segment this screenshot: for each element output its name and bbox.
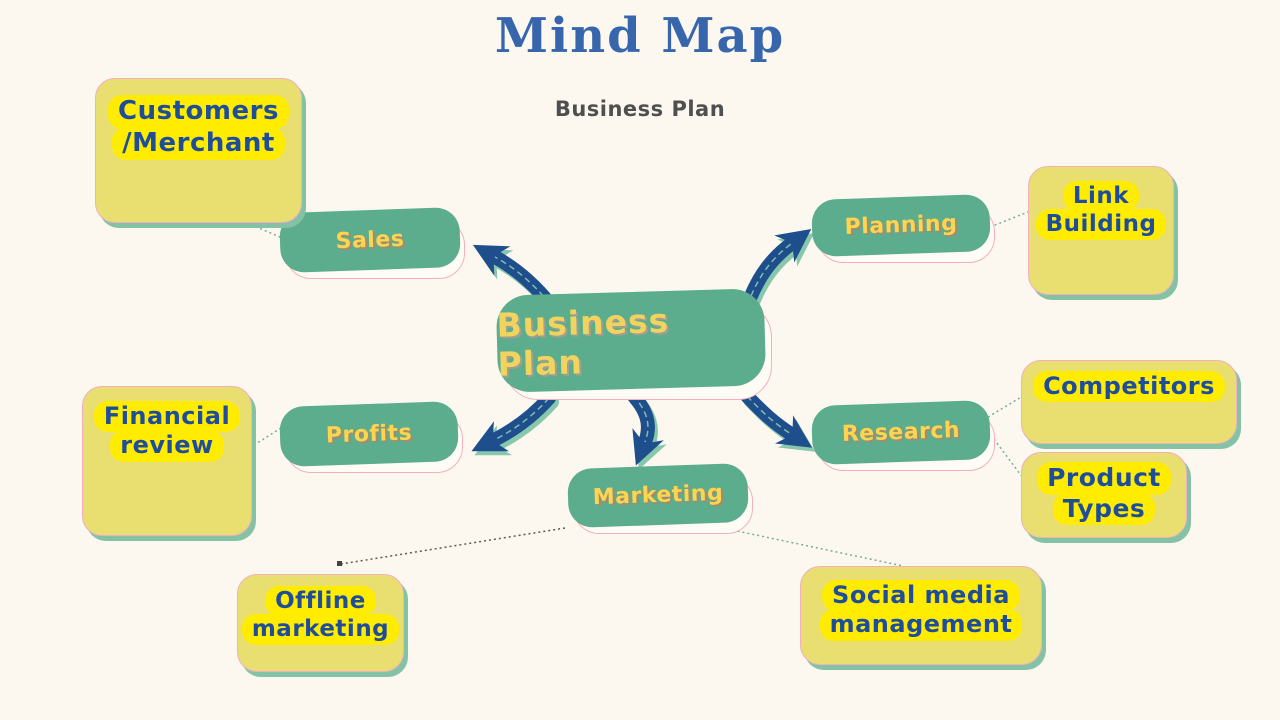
- leaf-label-line: marketing: [241, 614, 400, 645]
- connector-marketing-social-media: [717, 526, 904, 567]
- leaf-label-line: review: [110, 430, 224, 462]
- branch-label-marketing: Marketing: [592, 480, 724, 511]
- branch-label-profits: Profits: [325, 420, 413, 448]
- page-subtitle: Business Plan: [554, 97, 726, 121]
- node-face: Sales: [279, 206, 461, 274]
- branch-label-sales: Sales: [335, 226, 405, 254]
- connector-research-competitors: [987, 395, 1024, 418]
- branch-label-planning: Planning: [844, 211, 958, 240]
- leaf-label-line: Types: [1052, 492, 1156, 525]
- leaf-social-media-management: Social media management: [800, 566, 1042, 665]
- leaf-label-line: Competitors: [1033, 371, 1225, 403]
- connector-endpoint-dot: [337, 561, 342, 566]
- node-face: Marketing: [567, 462, 749, 529]
- arrow-center-to-profits: [471, 391, 559, 456]
- arrow-center-to-planning: [744, 229, 815, 307]
- connector-planning-link-building: [989, 211, 1029, 228]
- center-node-label: Business Plan: [495, 300, 670, 384]
- branch-node-sales: Sales: [279, 206, 465, 279]
- leaf-label-line: management: [819, 609, 1023, 641]
- leaf-competitors: Competitors: [1021, 360, 1237, 444]
- branch-label-research: Research: [841, 417, 961, 448]
- arrow-center-to-research: [740, 389, 816, 452]
- node-face: Research: [811, 399, 991, 466]
- leaf-product-types: Product Types: [1021, 452, 1187, 538]
- node-face: Profits: [279, 400, 459, 468]
- leaf-label-line: Link: [1062, 181, 1140, 212]
- connector-marketing-offline: [340, 527, 566, 565]
- center-node-business-plan: Business Plan: [495, 288, 772, 400]
- arrow-center-to-marketing: [626, 388, 667, 470]
- leaf-label-line: Offline: [265, 586, 376, 617]
- leaf-label-line: Social media: [822, 580, 1020, 612]
- branch-node-profits: Profits: [279, 400, 463, 473]
- branch-node-marketing: Marketing: [567, 462, 753, 534]
- branch-node-research: Research: [811, 399, 995, 471]
- node-face: Planning: [811, 193, 991, 258]
- node-face: Business Plan: [495, 288, 767, 393]
- leaf-financial-review: Financial review: [82, 386, 252, 536]
- leaf-label-line: Customers: [108, 95, 289, 129]
- leaf-offline-marketing: Offline marketing: [237, 574, 404, 672]
- leaf-label-line: Building: [1035, 209, 1167, 240]
- branch-node-planning: Planning: [811, 193, 995, 263]
- page-title: Mind Map: [494, 8, 786, 64]
- leaf-link-building: Link Building: [1028, 166, 1174, 295]
- leaf-label-line: /Merchant: [112, 126, 285, 161]
- leaf-customers-merchant: Customers /Merchant: [95, 78, 302, 223]
- connector-profits-financial-review: [250, 427, 282, 448]
- leaf-label-line: Financial: [93, 401, 241, 433]
- leaf-label-line: Product: [1037, 462, 1171, 495]
